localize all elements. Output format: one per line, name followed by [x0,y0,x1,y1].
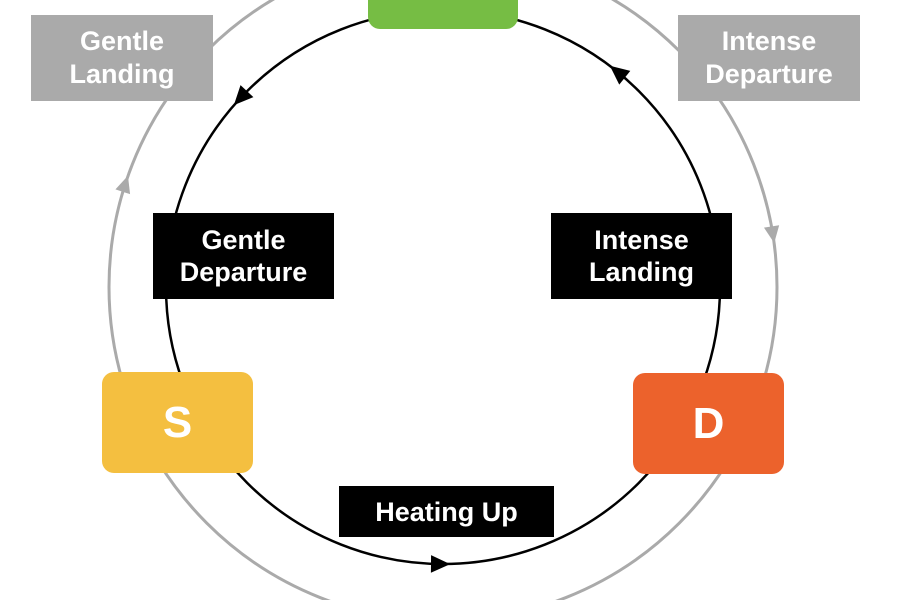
gentle-departure-arrow-icon [233,85,254,106]
state-d-label: D [692,398,725,448]
state-d-box[interactable]: D [633,373,784,474]
gentle-landing-line2: Landing [69,59,175,89]
intense-landing-label: Intense Landing [551,213,732,299]
intense-departure-line2: Departure [705,59,833,89]
intense-departure-line1: Intense [721,26,817,56]
heating-up-label: Heating Up [339,486,554,537]
intense-landing-arrow-icon [609,65,631,85]
state-top-box[interactable] [368,0,518,29]
state-s-label: S [162,397,193,447]
gentle-departure-line2: Departure [179,257,308,287]
gentle-landing-label: Gentle Landing [31,15,213,101]
intense-landing-line2: Landing [589,257,694,287]
gentle-departure-label: Gentle Departure [153,213,334,299]
state-s-box[interactable]: S [102,372,253,473]
gentle-departure-line1: Gentle [201,225,286,255]
gentle-landing-line1: Gentle [79,26,164,56]
intense-departure-arrow-icon [763,225,780,244]
heating-up-text: Heating Up [375,496,518,527]
heating-up-arrow-icon [430,555,451,573]
gentle-landing-arrow-icon [115,175,131,195]
outer-cycle-ring [107,0,779,600]
intense-landing-line1: Intense [594,225,689,255]
intense-departure-label: Intense Departure [678,15,860,101]
